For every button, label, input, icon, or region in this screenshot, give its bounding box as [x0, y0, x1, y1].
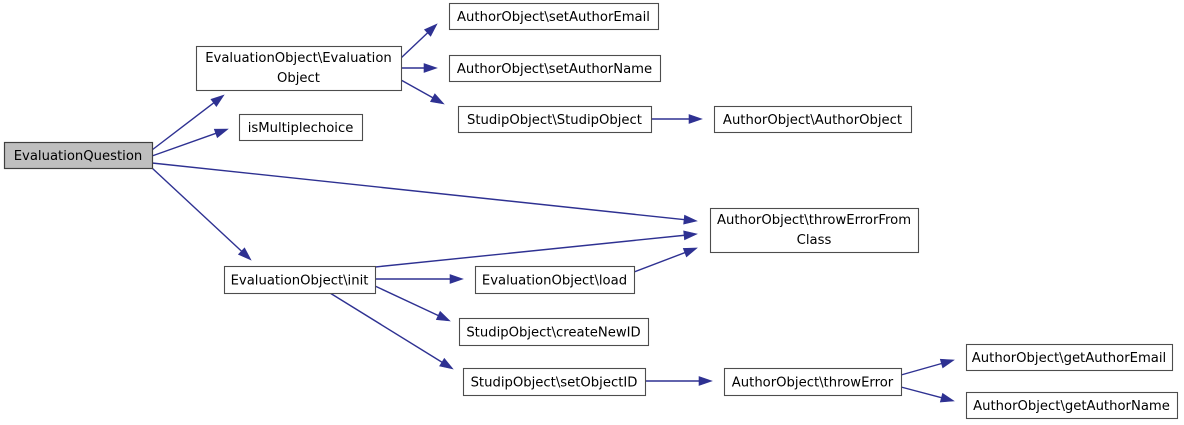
edge-n0-to-n8 [151, 167, 252, 261]
node-box[interactable] [713, 105, 913, 134]
edge-n0-to-n2 [151, 128, 229, 157]
node-label: AuthorObject\throwError [732, 376, 894, 391]
edge-n8-to-n7 [374, 230, 698, 268]
edge-n11-to-n12 [645, 376, 713, 386]
arrowhead-icon [237, 247, 252, 261]
node-box[interactable] [448, 54, 662, 83]
edges-layer [151, 23, 955, 403]
node-n0[interactable]: EvaluationQuestion [3, 141, 154, 170]
node-n5[interactable]: StudipObject\StudipObject [457, 105, 653, 134]
node-label: EvaluationObject\load [482, 274, 627, 289]
node-box[interactable] [462, 367, 647, 397]
arrowhead-icon [683, 230, 698, 241]
edge-n8-to-n11 [329, 292, 454, 370]
edge-line [400, 79, 435, 100]
node-n4[interactable]: AuthorObject\setAuthorName [448, 54, 662, 83]
node-n1[interactable]: EvaluationObject\EvaluationObject [195, 45, 403, 92]
node-n3[interactable]: AuthorObject\setAuthorEmail [448, 2, 660, 31]
arrowhead-icon [688, 114, 703, 124]
edge-line [400, 31, 430, 59]
arrowhead-icon [210, 94, 225, 107]
node-label: StudipObject\StudipObject [467, 113, 642, 128]
edge-n5-to-n6 [651, 114, 703, 124]
node-box[interactable] [458, 317, 650, 347]
edge-line [151, 132, 218, 157]
arrowhead-icon [429, 93, 445, 105]
node-n10[interactable]: StudipObject\createNewID [458, 317, 650, 347]
edge-n1-to-n5 [400, 79, 445, 105]
node-label: StudipObject\createNewID [466, 326, 640, 341]
node-label: EvaluationObject\init [231, 274, 369, 289]
edge-line [151, 162, 687, 221]
node-label: StudipObject\setObjectID [471, 376, 638, 391]
edge-n0-to-n7 [151, 162, 698, 225]
node-box[interactable] [965, 391, 1179, 420]
edge-line [900, 362, 944, 376]
node-label: Class [797, 233, 832, 248]
arrowhead-icon [449, 274, 464, 284]
node-n6[interactable]: AuthorObject\AuthorObject [713, 105, 913, 134]
node-label: AuthorObject\getAuthorName [973, 399, 1170, 414]
arrowhead-icon [423, 63, 438, 73]
node-box[interactable] [965, 343, 1174, 372]
arrowhead-icon [213, 128, 229, 139]
node-label: AuthorObject\setAuthorName [457, 62, 652, 77]
arrowhead-icon [683, 214, 698, 225]
edge-line [633, 251, 687, 273]
arrowhead-icon [698, 376, 713, 386]
edge-n8-to-n10 [374, 285, 451, 322]
edge-line [329, 292, 445, 364]
arrowhead-icon [439, 357, 454, 370]
edge-n0-to-n1 [151, 94, 225, 151]
node-label: AuthorObject\getAuthorEmail [972, 351, 1166, 366]
node-box-current[interactable] [3, 141, 154, 170]
edge-n9-to-n7 [633, 247, 698, 273]
arrowhead-icon [682, 247, 698, 258]
node-label: Object [277, 71, 320, 86]
nodes-layer: EvaluationQuestion EvaluationObject\Evalu… [3, 2, 1179, 420]
edge-n1-to-n4 [401, 63, 438, 73]
node-n13[interactable]: AuthorObject\getAuthorEmail [965, 343, 1174, 372]
node-label: AuthorObject\AuthorObject [723, 113, 902, 128]
edge-n1-to-n3 [400, 23, 438, 59]
node-box[interactable] [448, 2, 660, 31]
edge-line [374, 285, 441, 317]
edge-line [374, 234, 687, 268]
edge-line [900, 386, 944, 399]
arrowhead-icon [423, 23, 438, 37]
node-box[interactable] [223, 265, 377, 295]
arrowhead-icon [939, 392, 955, 403]
node-label: AuthorObject\throwErrorFrom [717, 213, 911, 228]
node-n9[interactable]: EvaluationObject\load [474, 265, 636, 295]
node-box[interactable] [238, 113, 364, 142]
edge-n12-to-n14 [900, 386, 955, 403]
node-n14[interactable]: AuthorObject\getAuthorName [965, 391, 1179, 420]
node-box[interactable] [474, 265, 636, 295]
node-n8[interactable]: EvaluationObject\init [223, 265, 377, 295]
node-box[interactable] [195, 45, 403, 92]
node-n11[interactable]: StudipObject\setObjectID [462, 367, 647, 397]
arrowhead-icon [939, 358, 955, 369]
node-n12[interactable]: AuthorObject\throwError [723, 367, 903, 397]
edge-line [151, 167, 244, 254]
node-box[interactable] [709, 207, 920, 254]
arrowhead-icon [435, 310, 451, 322]
node-box[interactable] [723, 367, 903, 397]
node-n2[interactable]: isMultiplechoice [238, 113, 364, 142]
node-label: isMultiplechoice [248, 121, 354, 136]
node-label: EvaluationQuestion [14, 149, 143, 164]
node-label: AuthorObject\setAuthorEmail [457, 10, 650, 25]
edge-n12-to-n13 [900, 358, 955, 376]
node-box[interactable] [457, 105, 653, 134]
edge-n8-to-n9 [375, 274, 464, 284]
node-label: EvaluationObject\Evaluation [205, 51, 392, 66]
edge-line [151, 101, 216, 151]
